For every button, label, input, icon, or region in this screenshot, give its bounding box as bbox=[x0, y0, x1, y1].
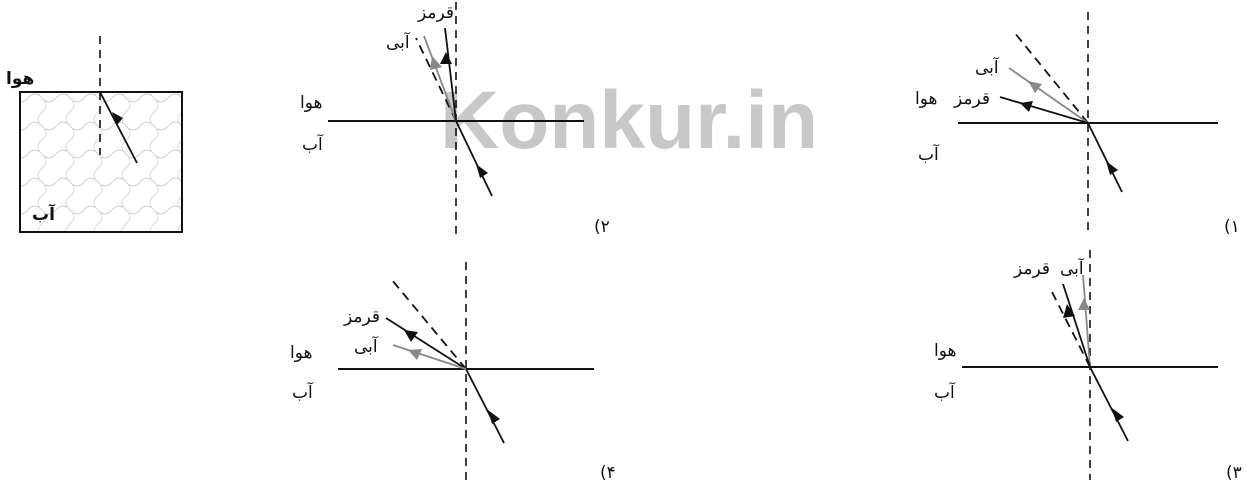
arrow-head bbox=[488, 410, 500, 424]
label-water: آب bbox=[292, 381, 314, 403]
option-4-diagram: قرمز آبی هوا آب (۴ bbox=[290, 262, 616, 482]
incident-extension bbox=[391, 279, 467, 370]
arrow-head bbox=[404, 330, 418, 342]
option-1-diagram: آبی قرمز هوا آب (۱ bbox=[915, 12, 1240, 237]
label-air: هوا bbox=[934, 341, 956, 361]
label-red: قرمز bbox=[953, 89, 990, 109]
label-blue: آبی bbox=[1060, 257, 1085, 279]
incident-ray bbox=[465, 368, 505, 444]
option-number: (۳ bbox=[1226, 463, 1242, 482]
red-ray bbox=[999, 96, 1089, 124]
incident-extension bbox=[1013, 31, 1089, 124]
option-2-diagram: قرمز آبی هوا آب (۲ bbox=[300, 2, 610, 237]
arrow-head bbox=[1106, 161, 1118, 175]
incident-ray bbox=[1089, 366, 1129, 442]
incident-extension bbox=[415, 37, 457, 122]
option-3-diagram: آبی قرمز هوا آب (۳ bbox=[934, 250, 1242, 482]
arrow-head bbox=[430, 56, 442, 70]
label-red: قرمز bbox=[343, 307, 380, 327]
arrow-head bbox=[1112, 408, 1124, 422]
arrow-head bbox=[440, 52, 452, 64]
incident-ray bbox=[455, 120, 493, 197]
label-air: هوا bbox=[915, 89, 937, 109]
blue-ray bbox=[1082, 274, 1091, 368]
arrow-head bbox=[408, 349, 422, 360]
label-air: هوا bbox=[290, 343, 312, 363]
option-number: (۴ bbox=[600, 463, 616, 482]
option-number: (۲ bbox=[594, 217, 610, 237]
water-tank bbox=[19, 91, 183, 233]
label-air: هوا bbox=[6, 69, 34, 89]
arrow-head bbox=[1078, 298, 1090, 310]
label-water: آب bbox=[918, 143, 940, 165]
red-ray bbox=[1062, 283, 1091, 368]
label-red: قرمز bbox=[417, 3, 454, 23]
label-water: آب bbox=[934, 381, 956, 403]
label-water: آب bbox=[302, 133, 324, 155]
label-air: هوا bbox=[300, 93, 322, 113]
label-blue: آبی bbox=[975, 56, 1000, 78]
blue-ray bbox=[392, 344, 467, 370]
label-water: آب bbox=[32, 203, 56, 225]
incident-ray bbox=[1087, 122, 1123, 193]
label-blue: آبی bbox=[354, 335, 379, 357]
label-blue: آبی bbox=[386, 31, 411, 53]
label-red: قرمز bbox=[1013, 259, 1050, 279]
red-ray bbox=[385, 317, 467, 370]
blue-ray bbox=[423, 35, 457, 122]
option-number: (۱ bbox=[1224, 217, 1240, 237]
arrow-head bbox=[1020, 101, 1033, 112]
arrow-head bbox=[1028, 81, 1042, 93]
blue-ray bbox=[1008, 67, 1089, 124]
arrow-head bbox=[476, 164, 488, 178]
arrow-head bbox=[1063, 304, 1075, 318]
setup-figure: هوا آب bbox=[6, 36, 183, 233]
incident-ray bbox=[99, 91, 138, 164]
red-ray bbox=[444, 27, 457, 122]
arrow-head bbox=[112, 112, 123, 125]
